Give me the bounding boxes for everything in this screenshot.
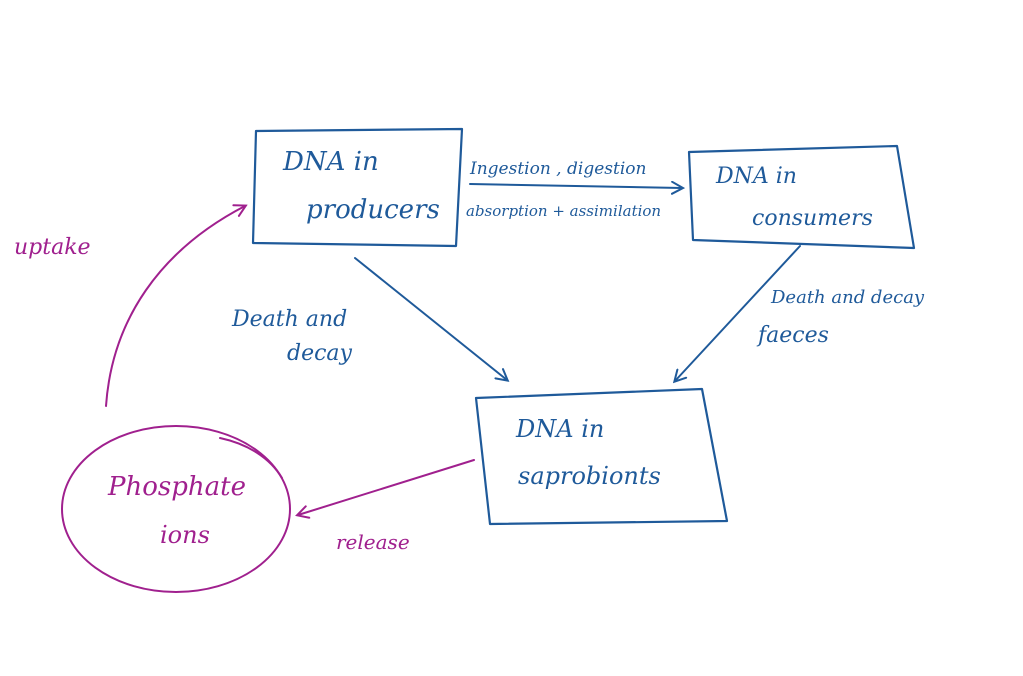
consumers-to-saprobionts-arrow (675, 245, 801, 381)
saprobionts-line1: DNA in (515, 415, 604, 443)
phosphate-line1: Phosphate (107, 472, 246, 502)
faeces-label: faeces (756, 323, 829, 348)
release-arrow (298, 459, 475, 515)
consumers-line2: consumers (752, 206, 873, 231)
producers-to-saprobionts-arrow (354, 257, 507, 380)
death-decay-right-line1: Death and decay (770, 287, 925, 308)
edge-phosphate-to-producers: uptake (14, 206, 245, 407)
consumers-box (687, 144, 916, 250)
producers-line1: DNA in (282, 147, 379, 177)
consumers-node: DNA in consumers (687, 144, 916, 250)
saprobionts-box (474, 387, 729, 526)
producers-box (251, 127, 464, 248)
producers-node: DNA in producers (251, 127, 464, 248)
edge-consumers-to-saprobionts: Death and decay faeces (675, 245, 925, 381)
edge-saprobionts-to-phosphate: release (298, 459, 475, 554)
absorption-label: absorption + assimilation (466, 202, 661, 220)
producers-line2: producers (306, 195, 440, 225)
uptake-label: uptake (14, 235, 91, 260)
producers-to-consumers-arrow (469, 184, 682, 188)
uptake-arrow (105, 206, 245, 407)
release-label: release (336, 530, 410, 554)
death-decay-left-line1: Death and (231, 307, 347, 332)
saprobionts-line2: saprobionts (518, 462, 661, 490)
phosphate-node: Phosphate ions (61, 425, 291, 593)
edge-producers-to-saprobionts: Death and decay (231, 257, 507, 380)
phosphate-circle-overlap (219, 437, 283, 479)
edge-producers-to-consumers: Ingestion , digestion absorption + assim… (466, 159, 682, 220)
phosphate-circle (61, 425, 291, 593)
consumers-line1: DNA in (715, 164, 797, 189)
saprobionts-node: DNA in saprobionts (474, 387, 729, 526)
ingestion-label: Ingestion , digestion (469, 159, 646, 179)
phosphate-line2: ions (160, 521, 210, 549)
death-decay-left-line2: decay (287, 341, 353, 366)
